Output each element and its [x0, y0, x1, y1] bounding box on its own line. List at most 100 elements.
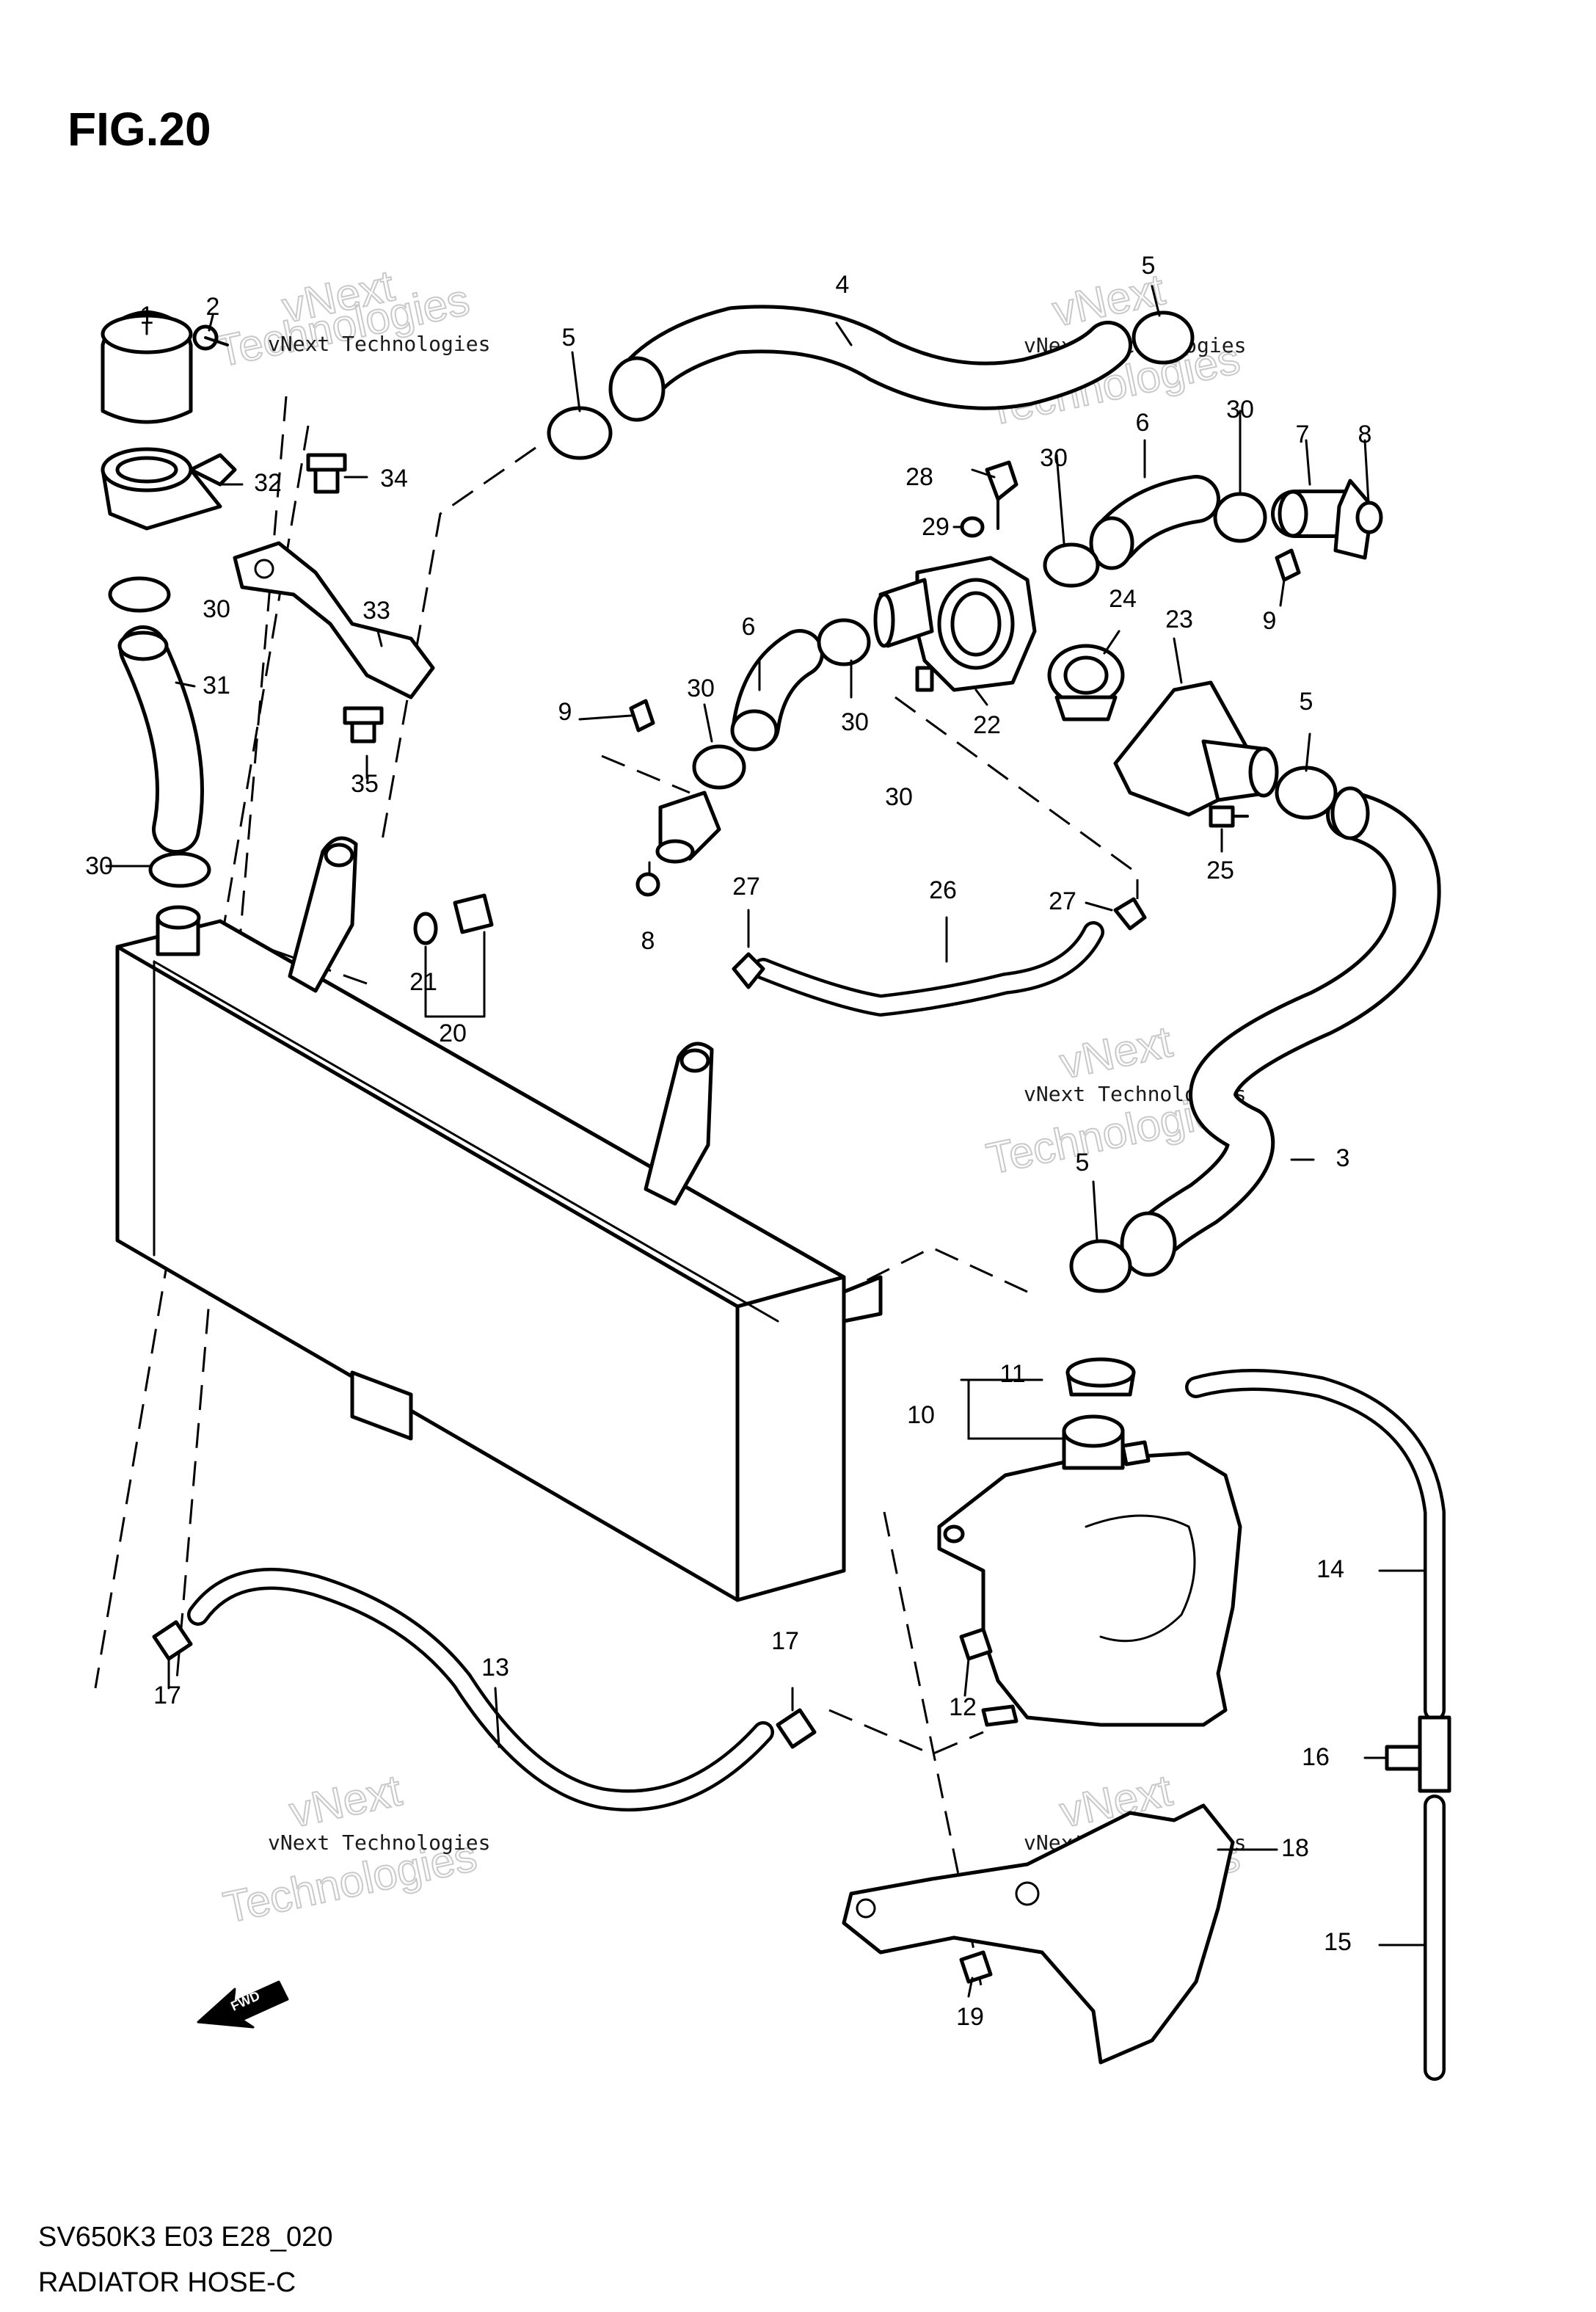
callout-10: 10	[907, 1401, 935, 1429]
callout-19: 19	[956, 2003, 984, 2031]
callout-2: 2	[206, 293, 220, 321]
o-ring-8-upper	[1355, 501, 1383, 534]
joint-16	[1385, 1715, 1451, 1793]
assembly-line	[380, 446, 536, 845]
callout-17-right: 17	[771, 1627, 799, 1655]
hose-31	[117, 625, 204, 854]
reservoir-cap-11	[1065, 1357, 1136, 1397]
callout-8-lower: 8	[641, 927, 655, 955]
callout-labels: 1 2 3 4 5 5 5 5 6 6 7 8 8 9 9 10 11 12 1…	[85, 252, 1371, 2031]
callout-30-upper-mid: 30	[1040, 444, 1068, 472]
bolt-19	[959, 1950, 993, 1984]
callout-31: 31	[203, 672, 230, 699]
callout-8-upper: 8	[1358, 421, 1372, 448]
callout-16: 16	[1302, 1743, 1330, 1771]
thermostat-housing-22	[873, 556, 1037, 692]
callout-35: 35	[351, 770, 379, 798]
model-code: SV650K3 E03 E28_020	[38, 2222, 332, 2253]
switch-20	[413, 893, 494, 945]
callout-22: 22	[973, 711, 1001, 739]
callout-27-right: 27	[1049, 887, 1076, 915]
callout-30-cap: 30	[203, 595, 230, 623]
callout-25: 25	[1206, 857, 1234, 884]
callout-14: 14	[1316, 1555, 1344, 1583]
callout-28: 28	[906, 463, 933, 491]
assembly-line	[883, 1511, 985, 1997]
radiator	[115, 836, 883, 1602]
callout-30-upper-right: 30	[1226, 396, 1254, 423]
thermostat-cover-23	[1113, 680, 1279, 817]
thermostat-24	[1047, 644, 1125, 721]
callout-34: 34	[380, 465, 408, 492]
assembly-line	[894, 696, 1139, 899]
callout-32: 32	[254, 469, 282, 497]
hose-3	[1120, 786, 1441, 1277]
clamps	[108, 310, 1338, 1749]
callout-23: 23	[1165, 606, 1193, 633]
watermark-text-small: vNext	[285, 1765, 406, 1836]
bolt-25	[1209, 805, 1249, 828]
callout-30-left-mid: 30	[687, 675, 715, 702]
callout-26: 26	[929, 876, 957, 904]
callout-20: 20	[439, 1019, 467, 1047]
callout-27-left: 27	[732, 873, 760, 901]
watermark-text: vNext Technologies	[268, 332, 490, 356]
hose-4	[608, 305, 1132, 422]
callout-6-lower: 6	[742, 613, 756, 641]
assembly-line	[865, 1246, 1028, 1293]
bolt-9-upper	[1275, 548, 1301, 582]
callout-30-center: 30	[841, 708, 869, 736]
callout-5-top-right: 5	[1142, 252, 1156, 280]
callout-30-extra: 30	[885, 783, 913, 811]
callout-5-right: 5	[1300, 688, 1313, 716]
callout-30-lower-left: 30	[85, 852, 113, 880]
filler-neck-32	[101, 447, 237, 531]
callout-18: 18	[1281, 1834, 1309, 1862]
assembly-line	[175, 396, 288, 1689]
assembly-lines	[94, 396, 1139, 1997]
watermark-top-left: Technologies vNext vNext Technologies	[211, 260, 491, 377]
callout-3: 3	[1336, 1144, 1350, 1172]
callout-1: 1	[140, 302, 154, 330]
hose-13	[187, 1568, 774, 1812]
assembly-line	[241, 938, 368, 985]
callout-15: 15	[1324, 1928, 1352, 1956]
figure-title: FIG.20	[68, 103, 211, 156]
bracket-18	[842, 1803, 1235, 2065]
bolt-35	[343, 706, 384, 744]
o-ring-8-lower	[635, 872, 660, 897]
callout-17-left: 17	[153, 1682, 181, 1709]
bolt-2	[192, 324, 229, 351]
callout-6-upper: 6	[1136, 409, 1150, 437]
callout-9-lower: 9	[558, 698, 572, 726]
watermark-text-small: vNext	[1056, 1017, 1176, 1088]
callout-21: 21	[409, 968, 437, 996]
callout-5-top-left: 5	[562, 324, 576, 352]
callout-11: 11	[999, 1360, 1025, 1388]
callout-24: 24	[1109, 585, 1137, 613]
callout-13: 13	[481, 1654, 509, 1682]
sensor-28	[985, 460, 1019, 530]
hose-14	[1185, 1369, 1446, 1721]
callout-7: 7	[1296, 421, 1310, 448]
callout-33: 33	[362, 597, 390, 625]
reservoir-tank-10	[937, 1414, 1242, 1727]
o-ring-29	[960, 516, 985, 538]
assembly-line	[94, 425, 310, 1689]
bolt-12	[959, 1627, 993, 1661]
callout-9-upper: 9	[1263, 607, 1277, 635]
forward-arrow-icon: FWD	[197, 1980, 289, 2029]
watermark-text: vNext Technologies	[268, 1831, 490, 1855]
watermark-bottom-left: Technologies vNext vNext Technologies	[219, 1764, 491, 1933]
callout-12: 12	[949, 1693, 977, 1721]
hose-6-upper	[1089, 475, 1220, 570]
bolt-34	[306, 453, 347, 494]
bracket-33	[233, 541, 435, 699]
fitting-9-group	[655, 790, 721, 864]
assembly-line	[601, 755, 690, 794]
section-name: RADIATOR HOSE-C	[38, 2267, 296, 2298]
callout-4: 4	[836, 271, 850, 299]
bolt-9-lower	[629, 699, 655, 733]
leader-lines	[105, 285, 1425, 1998]
